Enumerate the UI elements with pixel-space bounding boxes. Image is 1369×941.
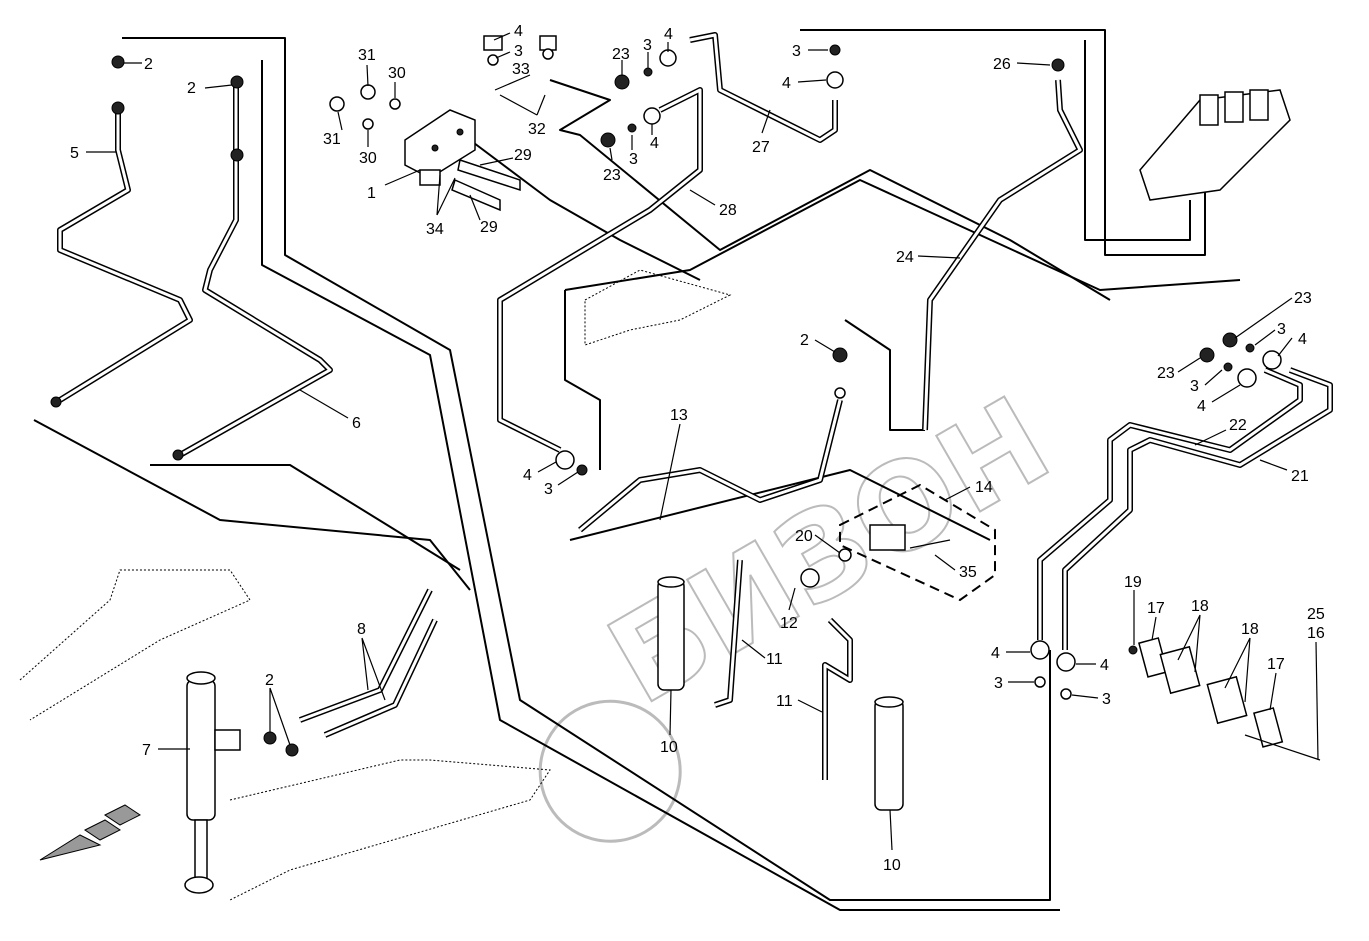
pipe-5 — [57, 110, 193, 403]
callout: 11 — [766, 651, 783, 668]
callout: 14 — [975, 479, 993, 496]
cylinder-10 — [657, 576, 685, 691]
callout: 2 — [800, 332, 809, 349]
callout: 4 — [1100, 657, 1109, 674]
callout: 3 — [792, 43, 801, 60]
callout: 24 — [896, 249, 914, 266]
callout: 4 — [664, 26, 673, 43]
callout: 3 — [643, 37, 652, 54]
frame-outline — [261, 60, 1060, 911]
frame-outline — [549, 79, 1111, 301]
callout: 4 — [991, 645, 1000, 662]
callout-labels: 2 2 5 31 30 31 30 1 34 29 29 4 3 33 32 2… — [70, 23, 1325, 874]
cylinder-10 — [874, 696, 904, 811]
callout: 29 — [514, 147, 532, 164]
callout: 18 — [1191, 598, 1209, 615]
callout: 3 — [994, 675, 1003, 692]
watermark-logo — [538, 699, 682, 843]
callout: 33 — [512, 61, 530, 78]
hose-22 — [1037, 367, 1303, 640]
callout: 20 — [795, 528, 813, 545]
callout: 1 — [367, 185, 376, 202]
fittings — [50, 35, 1282, 757]
callout: 23 — [612, 46, 630, 63]
callout: 28 — [719, 202, 737, 219]
frame-outline — [569, 469, 991, 541]
valve-14 — [869, 524, 906, 551]
direction-arrow — [39, 834, 102, 861]
callout: 3 — [1190, 378, 1199, 395]
callout: 10 — [883, 857, 901, 874]
pipe-27 — [689, 32, 838, 143]
callout: 4 — [650, 135, 659, 152]
callout: 10 — [660, 739, 678, 756]
cylinder-7 — [184, 671, 241, 894]
callout: 25 — [1307, 606, 1325, 623]
callout: 4 — [514, 23, 523, 40]
frame-outline — [150, 464, 461, 571]
callout: 5 — [70, 145, 79, 162]
callout: 4 — [782, 75, 791, 92]
clamps — [1138, 637, 1321, 761]
callout: 8 — [357, 621, 366, 638]
callout: 12 — [780, 615, 798, 632]
lever-35 — [909, 539, 951, 549]
frame-outline — [469, 139, 925, 431]
callout: 4 — [523, 467, 532, 484]
callout: 6 — [352, 415, 361, 432]
callout: 13 — [670, 407, 688, 424]
callout: 34 — [426, 221, 444, 238]
frame-outline — [564, 179, 1241, 470]
callout: 2 — [144, 56, 153, 73]
callout: 4 — [1298, 331, 1307, 348]
callout: 23 — [1157, 365, 1175, 382]
kit-14-outline — [839, 483, 996, 602]
callout: 30 — [359, 150, 377, 167]
callout: 31 — [323, 131, 341, 148]
callout: 23 — [603, 167, 621, 184]
callout: 2 — [265, 672, 274, 689]
callout: 3 — [1102, 691, 1111, 708]
frame-outline — [800, 29, 1206, 256]
callout: 3 — [1277, 321, 1286, 338]
callout: 17 — [1267, 656, 1285, 673]
callout: 23 — [1294, 290, 1312, 307]
pipe-28 — [497, 87, 703, 453]
callout: 30 — [388, 65, 406, 82]
valve-block — [404, 109, 521, 212]
callout: 29 — [480, 219, 498, 236]
leader-lines — [86, 32, 1319, 851]
callout: 32 — [528, 121, 546, 138]
callout: 31 — [358, 47, 376, 64]
callout: 35 — [959, 564, 977, 581]
callout: 17 — [1147, 600, 1165, 617]
frame-outline — [33, 419, 471, 591]
callout: 2 — [187, 80, 196, 97]
callout: 3 — [514, 43, 523, 60]
callout: 3 — [544, 481, 553, 498]
callout: 4 — [1197, 398, 1206, 415]
callout: 3 — [629, 151, 638, 168]
callout: 16 — [1307, 625, 1325, 642]
frame-outline — [1084, 40, 1191, 241]
callout: 18 — [1241, 621, 1259, 638]
tank-silhouette — [584, 269, 732, 346]
boom-silhouette — [19, 569, 551, 901]
callout: 26 — [993, 56, 1011, 73]
frame-outline — [122, 37, 1051, 901]
callout: 19 — [1124, 574, 1142, 591]
callout: 11 — [776, 693, 793, 710]
callout: 7 — [142, 742, 151, 759]
control-valve — [1139, 89, 1291, 201]
callout: 27 — [752, 139, 770, 156]
callout: 21 — [1291, 468, 1309, 485]
callout: 22 — [1229, 417, 1247, 434]
